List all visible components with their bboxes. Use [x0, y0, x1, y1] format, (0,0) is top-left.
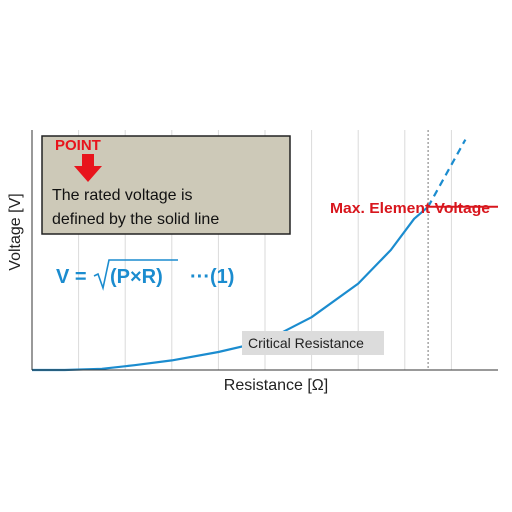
critical-resistance-callout: Critical Resistance: [242, 331, 384, 355]
series-lines: [32, 139, 498, 372]
formula-radicand: (P×R): [110, 266, 163, 288]
point-callout-box: POINT The rated voltage is defined by th…: [41, 135, 291, 235]
point-text-line-2: defined by the solid line: [52, 211, 219, 228]
point-text-line-1: The rated voltage is: [52, 187, 193, 204]
formula: V = (P×R) ···(1): [56, 259, 234, 291]
point-title: POINT: [55, 137, 101, 154]
point-arrow-icon: [74, 154, 102, 182]
formula-lhs: V =: [56, 266, 87, 288]
critical-resistance-label: Critical Resistance: [248, 335, 364, 351]
sqrt-icon: [93, 259, 178, 291]
series-voltage-curve-dashed: [427, 139, 467, 208]
critical-resistance-label-bg: [242, 331, 384, 355]
series-voltage-curve-solid: [32, 205, 429, 372]
y-axis-label: Voltage [V]: [7, 193, 24, 270]
formula-tail: ···(1): [190, 266, 234, 288]
x-axis-label: Resistance [Ω]: [224, 377, 328, 394]
max-element-voltage-label: Max. Element Voltage: [330, 200, 490, 217]
point-box-background: [41, 135, 291, 235]
